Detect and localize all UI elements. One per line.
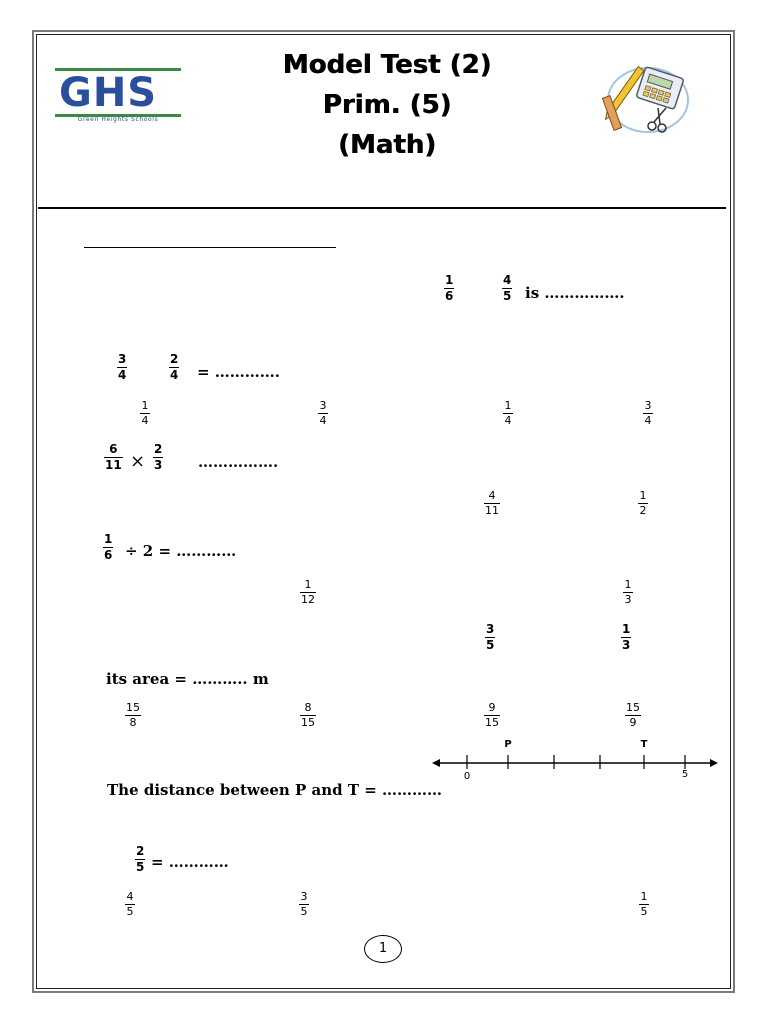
title-line-3: (Math) <box>337 130 437 160</box>
q5-area-text: its area = ……….. m <box>106 670 269 688</box>
page-inner-border <box>36 34 731 989</box>
page-number: 1 <box>364 935 402 963</box>
school-supplies-icon <box>602 65 689 133</box>
number-line: P T 0 5 <box>432 739 718 782</box>
q3-answer-blank: ……………. <box>198 453 279 471</box>
point-t-label: T <box>641 739 648 750</box>
logo-text: GHS <box>59 70 158 116</box>
number-line-left-arrow <box>432 759 440 767</box>
logo-stripe-bottom <box>55 114 181 117</box>
q2-answer-blank: = …………. <box>197 363 281 381</box>
q3-multiply-sign: × <box>130 451 146 472</box>
header-divider <box>38 207 726 209</box>
title-line-1: Model Test (2) <box>282 50 492 80</box>
title-line-2: Prim. (5) <box>322 90 452 120</box>
logo-stripe-top <box>55 68 181 71</box>
number-line-right-arrow <box>710 759 718 767</box>
section-heading-blank <box>84 247 336 248</box>
q7-answer-blank: = ………… <box>151 853 229 871</box>
label-start: 0 <box>464 771 470 782</box>
q6-distance-text: The distance between P and T = ………… <box>107 781 443 799</box>
q1-answer-blank: is ……………. <box>525 284 625 302</box>
school-logo: GHS Green Heights Schools <box>55 68 181 126</box>
page-outer-border <box>32 30 735 993</box>
logo-subtitle: Green Heights Schools <box>77 116 159 123</box>
label-end: 5 <box>682 769 688 780</box>
q4-answer-blank: ÷ 2 = ………… <box>125 542 237 560</box>
point-p-label: P <box>504 739 511 750</box>
